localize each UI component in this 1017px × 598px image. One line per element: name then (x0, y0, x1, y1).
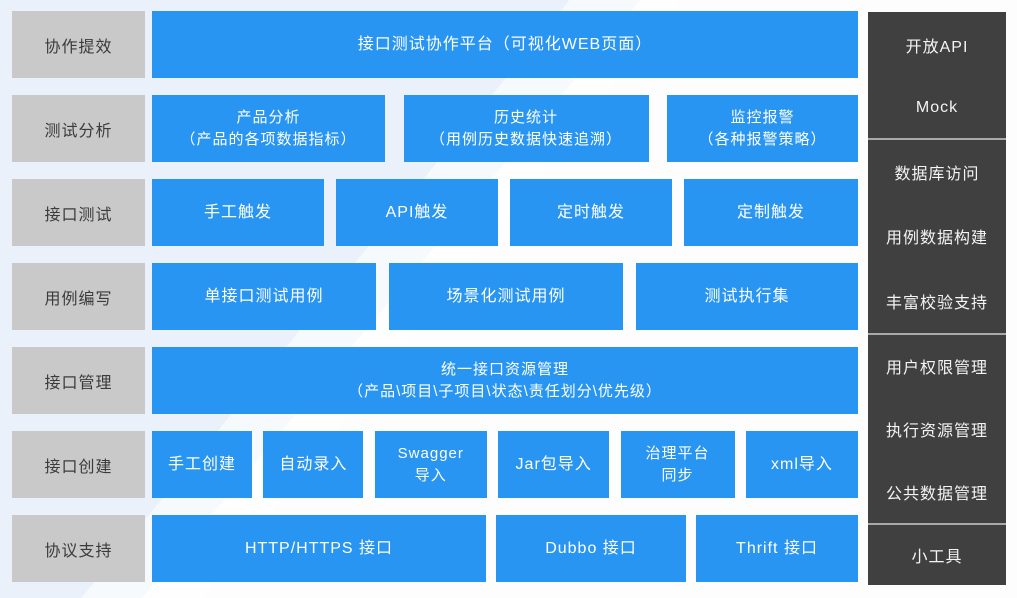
row-api-creation-boxes: 手工创建 自动录入 Swagger 导入 Jar包导入 治理平台 同步 xml导 (152, 431, 858, 498)
box-text-line1: 统一接口资源管理 (440, 360, 569, 378)
row-api-management: 接口管理 统一接口资源管理 （产品\项目\子项目\状态\责任划分\优先级） (12, 347, 858, 414)
box-text-line1: 监控报警 (730, 108, 795, 126)
box-text-line1: HTTP/HTTPS 接口 (244, 539, 394, 557)
row-label-protocol-support: 协议支持 (12, 515, 145, 582)
box-api-trigger: API触发 (336, 179, 498, 246)
box-text-line1: Jar包导入 (515, 455, 592, 473)
row-label-api-testing: 接口测试 (12, 179, 145, 246)
row-test-analysis-boxes: 产品分析 （产品的各项数据指标） 历史统计 （用例历史数据快速追溯） 监控报警 … (152, 95, 858, 162)
box-text-line1: 手工触发 (203, 203, 272, 221)
box-text-line1: 场景化测试用例 (446, 287, 566, 305)
row-api-management-boxes: 统一接口资源管理 （产品\项目\子项目\状态\责任划分\优先级） (152, 347, 858, 414)
box-http-https-api: HTTP/HTTPS 接口 (152, 515, 486, 582)
row-case-writing: 用例编写 单接口测试用例 场景化测试用例 测试执行集 (12, 263, 858, 330)
box-governance-sync: 治理平台 同步 (620, 431, 735, 498)
box-text-line2: （用例历史数据快速追溯） (429, 130, 622, 148)
sidebar-item-tools: 小工具 (911, 549, 963, 566)
row-case-writing-boxes: 单接口测试用例 场景化测试用例 测试执行集 (152, 263, 858, 330)
box-text-line2: （产品\项目\子项目\状态\责任划分\优先级） (348, 382, 662, 400)
sidebar-section-openapi-mock: 开放API Mock (868, 12, 1006, 138)
sidebar-item-mock: Mock (915, 99, 959, 116)
row-label-collaboration: 协作提效 (12, 11, 145, 78)
row-protocol-support: 协议支持 HTTP/HTTPS 接口 Dubbo 接口 Thrift 接口 (12, 515, 858, 582)
row-api-creation: 接口创建 手工创建 自动录入 Swagger 导入 Jar包导入 治理平台 同步 (12, 431, 858, 498)
row-label-case-writing: 用例编写 (12, 263, 145, 330)
row-test-analysis: 测试分析 产品分析 （产品的各项数据指标） 历史统计 （用例历史数据快速追溯） … (12, 95, 858, 162)
box-text-line1: API触发 (385, 203, 449, 221)
row-collaboration-boxes: 接口测试协作平台（可视化WEB页面） (152, 11, 858, 78)
box-text-line1: 自动录入 (279, 455, 348, 473)
box-text-line1: 手工创建 (167, 455, 236, 473)
row-protocol-support-boxes: HTTP/HTTPS 接口 Dubbo 接口 Thrift 接口 (152, 515, 858, 582)
box-text-line2: （各种报警策略） (698, 130, 827, 148)
box-collab-platform: 接口测试协作平台（可视化WEB页面） (152, 11, 858, 78)
box-text-line1: 单接口测试用例 (204, 287, 324, 305)
row-label-api-management: 接口管理 (12, 347, 145, 414)
box-text-line1: 定时触发 (556, 203, 625, 221)
box-auto-record: 自动录入 (263, 431, 364, 498)
sidebar-item-user-permission: 用户权限管理 (885, 360, 988, 378)
box-custom-trigger: 定制触发 (684, 179, 858, 246)
box-execution-set: 测试执行集 (636, 263, 858, 330)
sidebar-item-case-data-build: 用例数据构建 (885, 230, 988, 248)
box-jar-import: Jar包导入 (498, 431, 610, 498)
box-timed-trigger: 定时触发 (510, 179, 672, 246)
row-api-testing-boxes: 手工触发 API触发 定时触发 定制触发 (152, 179, 858, 246)
box-text-line2: 导入 (414, 466, 447, 484)
capability-sidebar: 开放API Mock 数据库访问 用例数据构建 丰富校验支持 用户权限管理 执行… (868, 12, 1006, 585)
box-scenario-case: 场景化测试用例 (389, 263, 623, 330)
box-text-line2: （产品的各项数据指标） (180, 130, 357, 148)
row-label-api-creation: 接口创建 (12, 431, 145, 498)
box-text-line1: Thrift 接口 (736, 539, 818, 557)
sidebar-item-db-access: 数据库访问 (894, 166, 980, 184)
box-text-line2: 同步 (661, 466, 694, 484)
sidebar-item-validation-support: 丰富校验支持 (885, 294, 988, 312)
box-thrift-api: Thrift 接口 (696, 515, 858, 582)
box-text-line1: 治理平台 (645, 444, 710, 462)
box-manual-create: 手工创建 (152, 431, 252, 498)
box-history-stats: 历史统计 （用例历史数据快速追溯） (403, 95, 649, 162)
box-manual-trigger: 手工触发 (152, 179, 324, 246)
box-text-line1: Swagger (397, 444, 464, 462)
box-text-line1: 接口测试协作平台（可视化WEB页面） (357, 35, 653, 53)
sidebar-section-data-support: 数据库访问 用例数据构建 丰富校验支持 (868, 138, 1006, 333)
sidebar-item-exec-resource: 执行资源管理 (885, 422, 988, 440)
box-product-analysis: 产品分析 （产品的各项数据指标） (152, 95, 385, 162)
box-text-line1: 测试执行集 (704, 287, 790, 305)
box-text-line1: 历史统计 (493, 108, 558, 126)
box-text-line1: 定制触发 (736, 203, 805, 221)
sidebar-item-open-api: 开放API (905, 39, 969, 56)
box-unified-api-management: 统一接口资源管理 （产品\项目\子项目\状态\责任划分\优先级） (152, 347, 858, 414)
box-xml-import: xml导入 (745, 431, 858, 498)
box-text-line1: 产品分析 (236, 108, 301, 126)
row-label-test-analysis: 测试分析 (12, 95, 145, 162)
row-api-testing: 接口测试 手工触发 API触发 定时触发 定制触发 (12, 179, 858, 246)
box-text-line1: Dubbo 接口 (545, 539, 637, 557)
sidebar-section-tools: 小工具 (868, 523, 1006, 585)
feature-grid: 协作提效 接口测试协作平台（可视化WEB页面） 测试分析 产品分析 （产品的各项… (12, 11, 858, 582)
box-single-api-case: 单接口测试用例 (152, 263, 376, 330)
box-text-line1: xml导入 (771, 455, 833, 473)
box-monitor-alert: 监控报警 （各种报警策略） (667, 95, 858, 162)
sidebar-section-management: 用户权限管理 执行资源管理 公共数据管理 (868, 333, 1006, 523)
row-collaboration: 协作提效 接口测试协作平台（可视化WEB页面） (12, 11, 858, 78)
sidebar-item-public-data: 公共数据管理 (885, 485, 988, 503)
box-swagger-import: Swagger 导入 (374, 431, 487, 498)
box-dubbo-api: Dubbo 接口 (496, 515, 686, 582)
